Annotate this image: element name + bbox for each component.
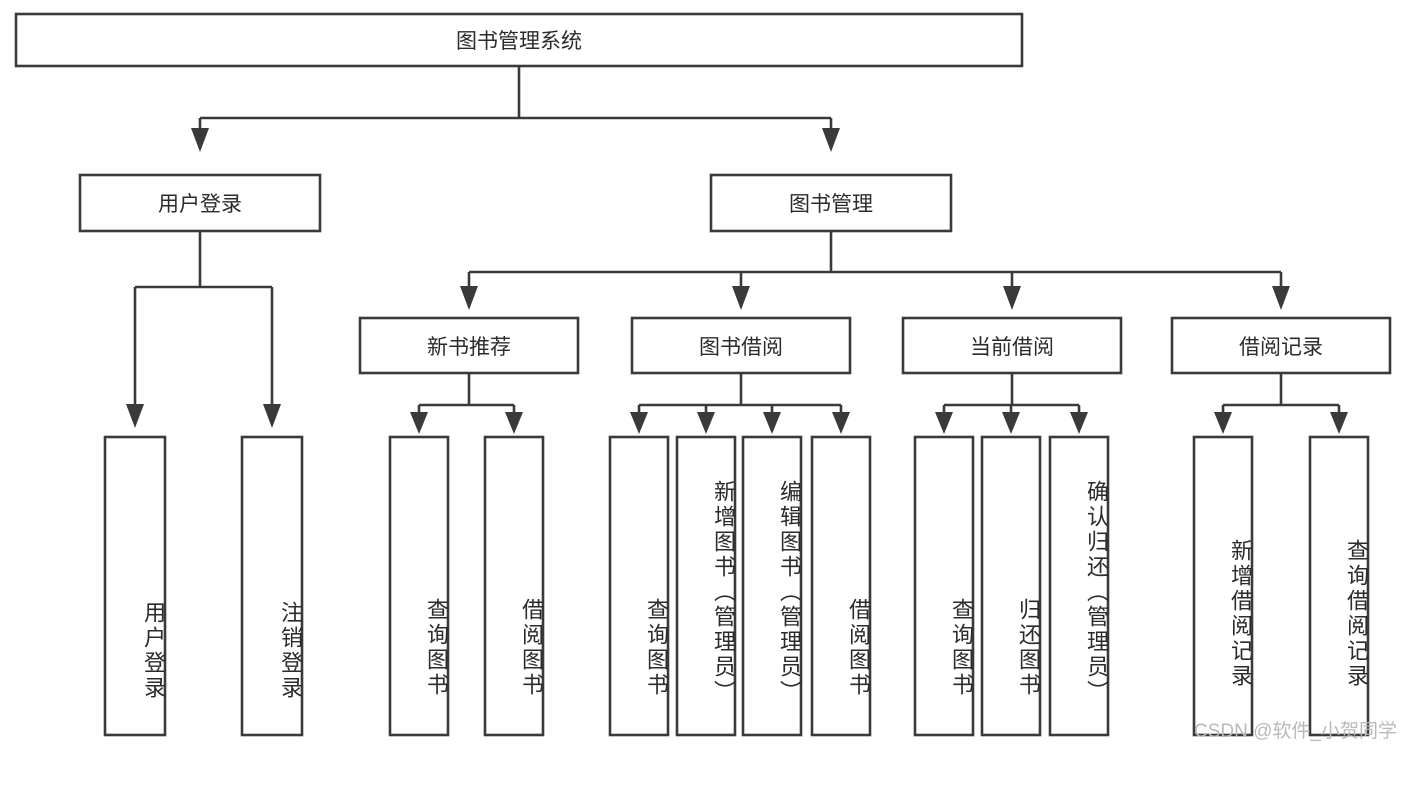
node-leaf-box-5[interactable] [675, 435, 737, 737]
connector-newbook-to-leaves [410, 373, 523, 434]
connector-userlogin-to-leaves [126, 231, 281, 428]
node-leaf-box-11[interactable] [1192, 435, 1254, 737]
arrow-head-icon [630, 412, 648, 434]
arrow-head-icon [832, 412, 850, 434]
node-level2-box-3[interactable] [1170, 316, 1392, 375]
arrow-head-icon [460, 286, 478, 310]
arrow-head-icon [822, 128, 840, 152]
connector-bookborrow-to-leaves [630, 373, 850, 434]
diagram-canvas [14, 12, 1392, 737]
arrow-head-icon [410, 412, 428, 434]
arrow-head-icon [732, 286, 750, 310]
connector-currentborrow-to-leaves [935, 373, 1088, 434]
node-leaf-box-10[interactable] [1048, 435, 1110, 737]
node-level2-box-2[interactable] [901, 316, 1123, 375]
arrow-head-icon [126, 404, 144, 428]
node-leaf-box-7[interactable] [810, 435, 872, 737]
connector-borrowrecord-to-leaves [1214, 373, 1348, 434]
node-leaf-box-12[interactable] [1308, 435, 1370, 737]
node-leaf-box-8[interactable] [913, 435, 975, 737]
arrow-head-icon [1272, 286, 1290, 310]
arrow-head-icon [1002, 412, 1020, 434]
flowchart-diagram: 图书管理系统 用户登录 图书管理 新书推荐 图书借阅 当前借阅 借阅记录 用户登… [14, 12, 1397, 742]
node-leaf-box-9[interactable] [980, 435, 1042, 737]
arrow-head-icon [1003, 286, 1021, 310]
connector-root-to-level1 [191, 66, 840, 152]
node-leaf-box-4[interactable] [608, 435, 670, 737]
arrow-head-icon [1330, 412, 1348, 434]
arrow-head-icon [263, 404, 281, 428]
node-root-box[interactable] [14, 12, 1024, 68]
node-level1-box-0[interactable] [78, 173, 322, 233]
arrow-head-icon [1070, 412, 1088, 434]
node-level2-box-0[interactable] [358, 316, 580, 375]
node-leaf-box-6[interactable] [741, 435, 803, 737]
csdn-watermark: CSDN @软件_小贺同学 [1194, 721, 1397, 742]
arrow-head-icon [1214, 412, 1232, 434]
arrow-head-icon [935, 412, 953, 434]
node-leaf-box-3[interactable] [483, 435, 545, 737]
node-leaf-box-1[interactable] [240, 435, 304, 737]
connector-bookmgmt-to-level2 [460, 231, 1290, 310]
node-level1-box-1[interactable] [709, 173, 953, 233]
arrow-head-icon [697, 412, 715, 434]
node-level2-box-1[interactable] [630, 316, 852, 375]
arrow-head-icon [505, 412, 523, 434]
node-leaf-box-2[interactable] [388, 435, 450, 737]
arrow-head-icon [763, 412, 781, 434]
arrow-head-icon [191, 128, 209, 152]
node-leaf-box-0[interactable] [103, 435, 167, 737]
